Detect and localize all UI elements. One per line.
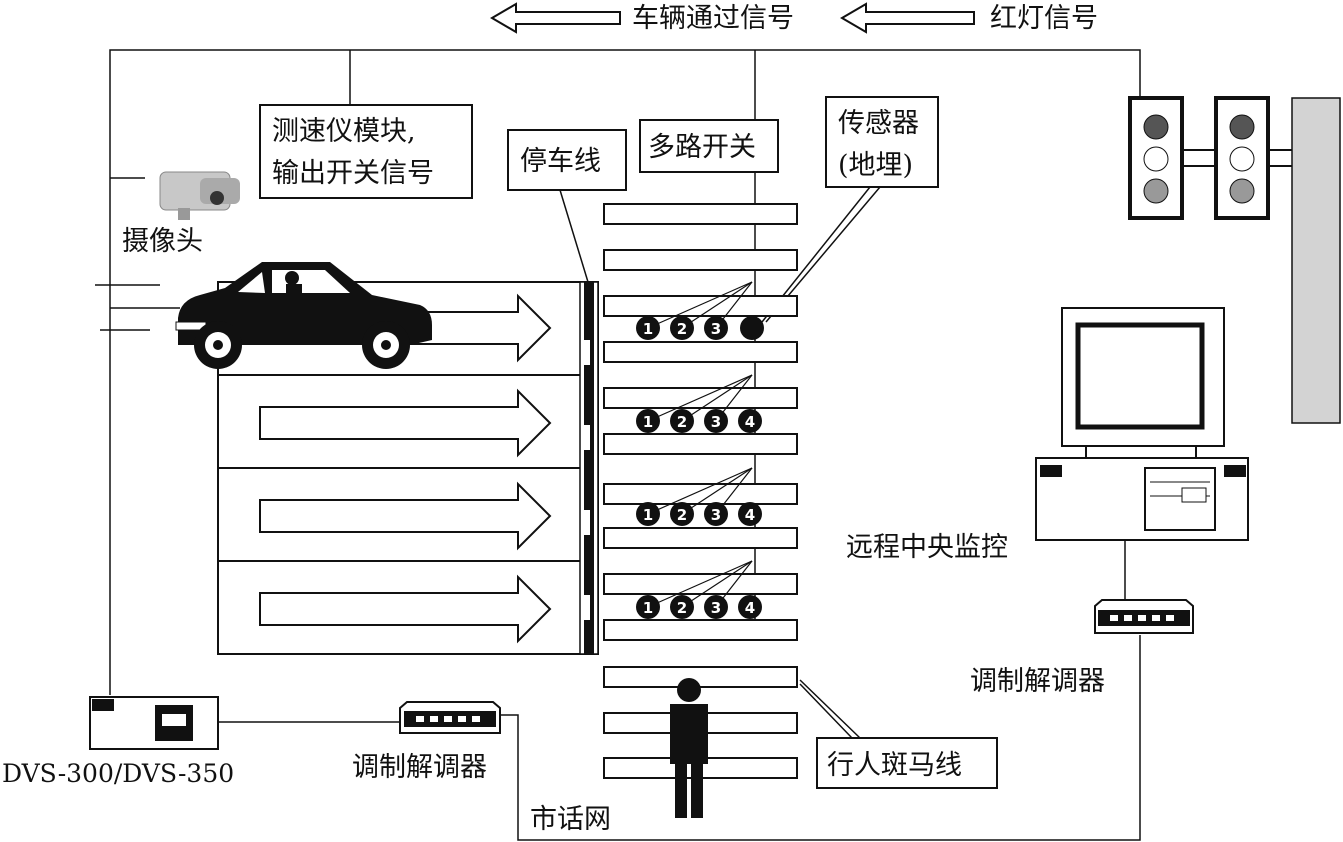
stop-line-label: 停车线 bbox=[520, 146, 601, 177]
traffic-light-icon bbox=[1128, 96, 1341, 424]
pedestrian-icon bbox=[670, 678, 708, 818]
zebra-crossing bbox=[603, 203, 798, 779]
sensor-row-2: 1 2 3 4 bbox=[636, 409, 762, 433]
speed-module-box: 测速仪模块, 输出开关信号 bbox=[259, 104, 473, 199]
remote-monitor-label: 远程中央监控 bbox=[846, 532, 1008, 563]
sensor-number: 3 bbox=[711, 320, 721, 338]
sensor-row-1: 1 2 3 bbox=[636, 316, 764, 340]
sensor-number: 3 bbox=[711, 413, 721, 431]
modem-left-label: 调制解调器 bbox=[352, 752, 487, 783]
multiplexer-box: 多路开关 bbox=[639, 119, 779, 173]
phone-network-label: 市话网 bbox=[530, 804, 611, 835]
crosswalk-box: 行人斑马线 bbox=[799, 679, 998, 789]
modem-right-label: 调制解调器 bbox=[970, 666, 1105, 697]
modem-left-icon bbox=[399, 701, 501, 734]
lane-arrow bbox=[259, 481, 552, 551]
lane-arrow bbox=[259, 574, 552, 644]
stop-line-box: 停车线 bbox=[507, 129, 627, 283]
multiplexer-label: 多路开关 bbox=[648, 132, 756, 163]
computer-icon bbox=[1035, 307, 1249, 541]
sensor-label-2: (地埋) bbox=[838, 150, 913, 181]
sensor-label-1: 传感器 bbox=[838, 108, 919, 139]
camera-label: 摄像头 bbox=[122, 226, 203, 257]
vehicle-pass-signal-arrow bbox=[490, 2, 621, 34]
sensor-number: 1 bbox=[643, 413, 653, 431]
sensor-number: 2 bbox=[677, 506, 687, 524]
sensor-box: 传感器 (地埋) bbox=[761, 96, 939, 323]
sensor-number: 3 bbox=[711, 506, 721, 524]
sensor-number: 4 bbox=[745, 599, 755, 617]
dvs-label: DVS-300/DVS-350 bbox=[2, 759, 234, 788]
sensor-number: 3 bbox=[711, 599, 721, 617]
dvs-device-icon bbox=[89, 696, 219, 750]
speed-module-text-1: 测速仪模块, bbox=[272, 116, 416, 147]
speed-module-text-2: 输出开关信号 bbox=[272, 158, 434, 189]
red-light-signal-label: 红灯信号 bbox=[990, 3, 1098, 34]
sensor-row-3: 1 2 3 4 bbox=[636, 502, 762, 526]
lane-arrow bbox=[259, 388, 552, 458]
sensor-number: 2 bbox=[677, 413, 687, 431]
modem-right-icon bbox=[1094, 599, 1194, 634]
sensor-number: 2 bbox=[677, 599, 687, 617]
red-light-signal-arrow bbox=[840, 2, 975, 34]
sensor-number: 1 bbox=[643, 599, 653, 617]
stop-line-marking bbox=[579, 281, 599, 655]
vehicle-pass-signal-label: 车辆通过信号 bbox=[632, 3, 794, 34]
sensor-number: 1 bbox=[643, 320, 653, 338]
sensor-number: 4 bbox=[745, 506, 755, 524]
sensor-wires bbox=[647, 281, 753, 608]
sensor-number: 1 bbox=[643, 506, 653, 524]
sensor-row-4: 1 2 3 4 bbox=[636, 595, 762, 619]
sensor-number: 2 bbox=[677, 320, 687, 338]
sensor-number: 4 bbox=[745, 413, 755, 431]
car-icon bbox=[175, 262, 432, 369]
camera-icon bbox=[159, 171, 240, 220]
crosswalk-label: 行人斑马线 bbox=[827, 750, 962, 781]
